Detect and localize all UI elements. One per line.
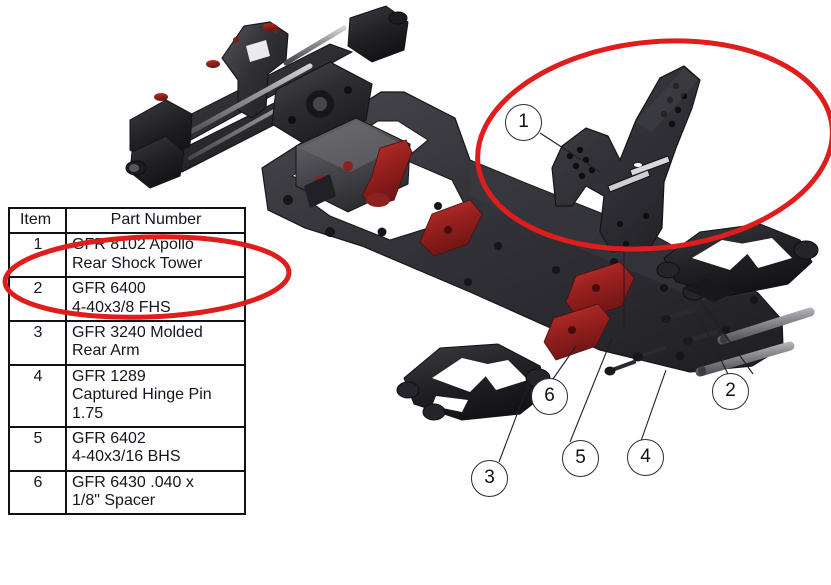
callout-5[interactable]: 5 <box>562 440 599 477</box>
callout-6[interactable]: 6 <box>531 378 568 415</box>
screws <box>604 307 719 376</box>
parts-list-table: Item Part Number 1 GFR 8102 Apollo Rear … <box>8 206 246 516</box>
table-row[interactable]: 1 GFR 8102 Apollo Rear Shock Tower <box>8 232 246 279</box>
table-row[interactable]: 4 GFR 1289 Captured Hinge Pin 1.75 <box>8 363 246 428</box>
column-header-part-number: Part Number <box>65 206 246 235</box>
row-part-number: GFR 8102 Apollo Rear Shock Tower <box>65 232 246 279</box>
column-header-item: Item <box>8 206 67 235</box>
callout-4[interactable]: 4 <box>627 439 664 476</box>
row-item-number: 3 <box>8 319 67 366</box>
row-part-number: GFR 6400 4-40x3/8 FHS <box>65 276 246 322</box>
row-item-number: 4 <box>8 363 67 428</box>
callout-3[interactable]: 3 <box>471 460 508 497</box>
row-part-number: GFR 1289 Captured Hinge Pin 1.75 <box>65 363 246 428</box>
table-row[interactable]: 6 GFR 6430 .040 x 1/8" Spacer <box>8 469 246 516</box>
molded-rear-arm-left <box>396 343 551 421</box>
callout-2[interactable]: 2 <box>712 373 749 410</box>
row-item-number: 1 <box>8 232 67 279</box>
red-anodized-brackets <box>361 139 635 361</box>
table-row[interactable]: 5 GFR 6402 4-40x3/16 BHS <box>8 425 246 472</box>
table-header-row: Item Part Number <box>8 206 246 235</box>
captured-hinge-pins <box>695 307 815 377</box>
table-row[interactable]: 2 GFR 6400 4-40x3/8 FHS <box>8 276 246 322</box>
row-item-number: 5 <box>8 425 67 472</box>
row-item-number: 6 <box>8 469 67 516</box>
callout-1[interactable]: 1 <box>505 104 542 141</box>
row-part-number: GFR 3240 Molded Rear Arm <box>65 319 246 366</box>
row-part-number: GFR 6402 4-40x3/16 BHS <box>65 425 246 472</box>
table-row[interactable]: 3 GFR 3240 Molded Rear Arm <box>8 319 246 366</box>
row-part-number: GFR 6430 .040 x 1/8" Spacer <box>65 469 246 516</box>
row-item-number: 2 <box>8 276 67 322</box>
